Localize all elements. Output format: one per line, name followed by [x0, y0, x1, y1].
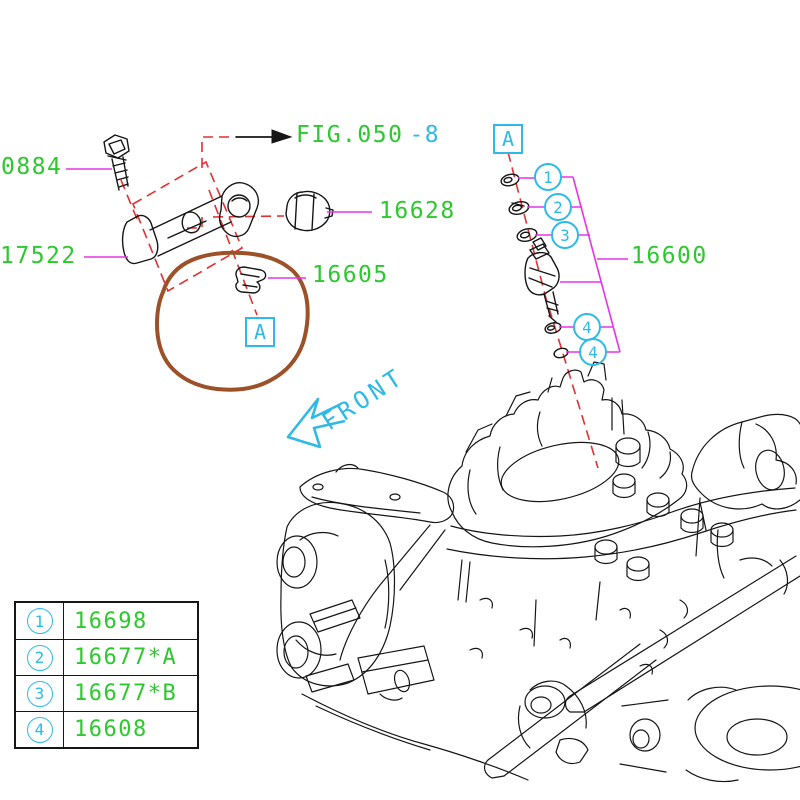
front-label: FRONT — [317, 362, 410, 436]
legend-part-number[interactable]: 16608 — [74, 717, 148, 742]
part-label-bolt[interactable]: 0884 — [1, 154, 63, 180]
legend-row-1[interactable]: 1 16698 — [16, 603, 197, 639]
fig-reference-text: FIG.050 — [296, 122, 404, 148]
legend-part-number[interactable]: 16677*B — [74, 681, 178, 706]
legend-part-number[interactable]: 16698 — [74, 608, 148, 634]
legend-key-cell: 2 — [16, 640, 64, 675]
part-label-clip[interactable]: 16605 — [312, 262, 389, 288]
injector-illustration — [500, 173, 569, 359]
engine-illustration — [276, 361, 800, 783]
legend-key-cell: 1 — [16, 603, 64, 639]
part-label-sensor[interactable]: 16628 — [379, 198, 456, 224]
legend-part-number[interactable]: 16677*A — [74, 645, 178, 670]
callout-1[interactable]: 1 — [534, 163, 562, 191]
sensor-illustration — [285, 190, 334, 232]
legend-key-cell: 4 — [16, 712, 64, 747]
legend-row-2[interactable]: 2 16677*A — [16, 639, 197, 675]
detail-marker-a-upper[interactable]: A — [493, 124, 523, 154]
callout-4b[interactable]: 4 — [579, 338, 607, 366]
legend-key-cell: 3 — [16, 676, 64, 711]
callout-3[interactable]: 3 — [551, 221, 579, 249]
red-dashed-lines — [120, 136, 599, 469]
clip-illustration — [235, 266, 267, 294]
fig-reference-link[interactable]: FIG.050-8 — [296, 124, 440, 147]
bolt-illustration — [103, 134, 130, 191]
fig-reference-arrow — [236, 129, 293, 144]
callout-2[interactable]: 2 — [544, 193, 572, 221]
legend-key-4: 4 — [26, 716, 53, 743]
detail-marker-a-lower[interactable]: A — [245, 317, 275, 347]
legend-row-3[interactable]: 3 16677*B — [16, 675, 197, 711]
fuel-pipe-illustration — [121, 182, 260, 265]
fig-reference-suffix: -8 — [409, 122, 441, 148]
legend-row-4[interactable]: 4 16608 — [16, 711, 197, 747]
detail-marker-letter: A — [501, 127, 515, 151]
legend-key-2: 2 — [26, 644, 53, 671]
legend-table: 1 16698 2 16677*A 3 16677*B 4 16608 — [14, 601, 199, 749]
legend-key-3: 3 — [26, 680, 53, 707]
legend-key-1: 1 — [26, 608, 53, 634]
part-label-pipe[interactable]: 17522 — [0, 243, 77, 269]
front-arrow: FRONT — [286, 362, 410, 449]
callout-4a[interactable]: 4 — [573, 313, 601, 341]
leader-lines — [66, 168, 628, 353]
highlight-blob — [155, 250, 310, 392]
detail-marker-letter: A — [253, 320, 267, 344]
part-label-injector-assy[interactable]: 16600 — [631, 243, 708, 269]
